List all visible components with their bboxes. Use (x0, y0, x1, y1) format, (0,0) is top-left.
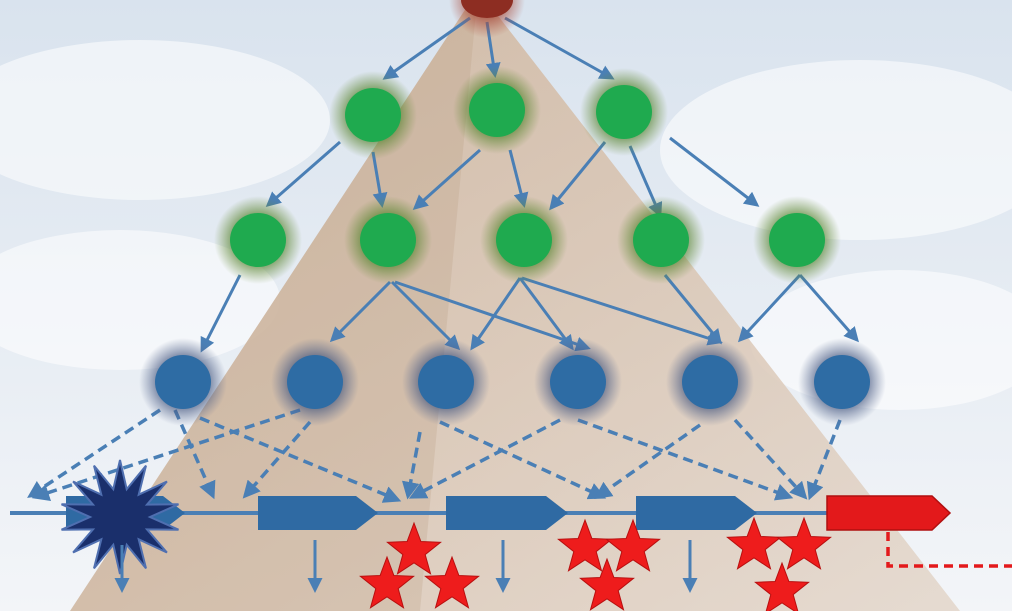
blue-lower-node (155, 355, 211, 409)
dashed-binding-arrow (31, 408, 301, 501)
dashed-arrows (27, 408, 842, 503)
blue-lower-node (418, 355, 474, 409)
green-upper-node (345, 88, 401, 142)
blue-lower-node (814, 355, 870, 409)
binding-star (726, 516, 782, 570)
cloud-haze (0, 40, 1012, 410)
dashed-binding-arrow (27, 408, 161, 498)
gene-block (258, 496, 378, 530)
blue-lower-node (682, 355, 738, 409)
dashed-binding-arrow (733, 418, 808, 500)
mutation-burst (61, 459, 179, 575)
green-middle-node (230, 213, 286, 267)
regulation-arrow (798, 274, 859, 343)
blue-lower-node (287, 355, 343, 409)
binding-star (754, 561, 810, 611)
pyramid-backdrop (70, 0, 960, 611)
dashed-binding-arrow (439, 420, 607, 500)
regulation-arrow (412, 148, 481, 210)
regulation-arrow (504, 16, 615, 80)
top-node (461, 0, 513, 18)
dashed-binding-arrow (577, 418, 794, 501)
green-middle-node (769, 213, 825, 267)
nodes-layer (139, 0, 886, 426)
regulation-arrow (669, 136, 760, 207)
regulation-arrow (394, 280, 591, 352)
binding-star (557, 518, 613, 572)
regulation-arrow (390, 280, 461, 351)
dashed-binding-arrow (806, 419, 842, 501)
regulation-arrow (371, 151, 388, 208)
binding-star (359, 555, 415, 609)
regulation-arrow (382, 16, 471, 80)
dashed-binding-arrow (594, 423, 702, 500)
gene-block (636, 496, 757, 530)
reporter-gene (826, 495, 952, 531)
regulation-arrow (508, 149, 529, 208)
regulation-arrow (549, 141, 607, 211)
green-middle-node (496, 213, 552, 267)
binding-star (776, 516, 832, 570)
regulation-arrow (329, 280, 392, 343)
binding-star (579, 557, 635, 611)
blue-lower-node (550, 355, 606, 409)
gene-block (446, 496, 568, 530)
green-upper-node (469, 83, 525, 137)
green-middle-node (360, 213, 416, 267)
binding-star (424, 555, 480, 609)
regulation-arrow (521, 276, 723, 346)
regulation-arrow (518, 277, 574, 351)
reporter-output-line (886, 532, 1012, 568)
dashed-binding-arrow (408, 418, 561, 499)
green-upper-node (596, 85, 652, 139)
regulation-arrow (470, 277, 522, 351)
regulation-arrow (737, 273, 802, 343)
dashed-binding-arrow (242, 420, 312, 499)
regulation-arrow (265, 140, 341, 207)
regulation-arrow (200, 274, 242, 353)
green-middle-node (633, 213, 689, 267)
gene-track (10, 459, 1012, 611)
binding-star (605, 518, 661, 572)
binding-star (386, 521, 442, 575)
regulation-arrow (663, 274, 722, 345)
